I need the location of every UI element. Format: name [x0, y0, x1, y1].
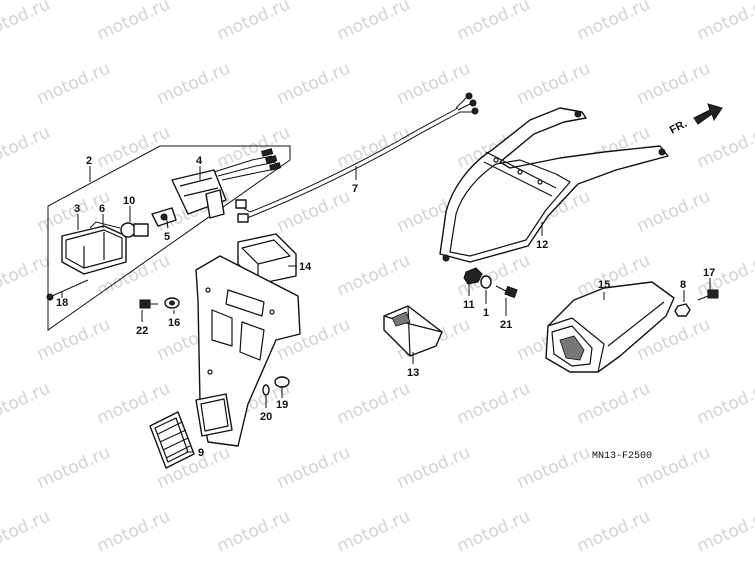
grab-rail [439, 107, 669, 263]
callout-8: 8 [680, 279, 686, 291]
watermark-text: motod.ru [394, 59, 473, 109]
washer-16 [164, 297, 180, 309]
callout-3: 3 [74, 203, 80, 215]
watermark-text: motod.ru [634, 59, 713, 109]
screw-long [46, 279, 89, 301]
watermark-text: motod.ru [334, 251, 413, 301]
watermark-text: motod.ru [0, 123, 53, 173]
watermark-text: motod.ru [454, 379, 533, 429]
watermark-text: motod.ru [334, 379, 413, 429]
watermark-text: motod.ru [394, 443, 473, 493]
watermark-text: motod.ru [694, 507, 755, 557]
callout-13: 13 [407, 367, 419, 379]
watermark-layer: motod.ru motod.ru motod.ru motod.ru motod.ru… [0, 0, 755, 557]
watermark-text: motod.ru [454, 0, 533, 45]
callout-2: 2 [86, 155, 92, 167]
watermark-text: motod.ru [34, 59, 113, 109]
watermark-text: motod.ru [514, 443, 593, 493]
watermark-text: motod.ru [574, 0, 653, 45]
callout-15: 15 [598, 279, 610, 291]
callout-12: 12 [536, 239, 548, 251]
callout-7: 7 [352, 183, 358, 195]
callout-6: 6 [99, 203, 105, 215]
watermark-text: motod.ru [274, 187, 353, 237]
watermark-text: motod.ru [634, 187, 713, 237]
watermark-text: motod.ru [0, 251, 53, 301]
callout-16: 16 [168, 317, 180, 329]
callout-11: 11 [463, 299, 475, 311]
tail-light [61, 221, 127, 275]
watermark-text: motod.ru [214, 123, 293, 173]
callout-21: 21 [500, 319, 512, 331]
watermark-text: motod.ru [694, 379, 755, 429]
nut-8 [674, 303, 691, 317]
callout-18: 18 [56, 297, 68, 309]
callout-1: 1 [483, 307, 489, 319]
callout-20: 20 [260, 411, 272, 423]
rear-cowl [545, 281, 675, 373]
license-light [237, 233, 297, 285]
assembly-bracket [47, 145, 291, 331]
watermark-text: motod.ru [0, 379, 53, 429]
diagram-code: MN13-F2500 [592, 451, 652, 462]
license-bracket [195, 255, 301, 447]
watermark-text: motod.ru [34, 315, 113, 365]
socket-holder [171, 148, 282, 219]
bulb [120, 222, 149, 238]
watermark-text: motod.ru [274, 443, 353, 493]
watermark-text: motod.ru [334, 0, 413, 45]
watermark-text: motod.ru [0, 507, 53, 557]
watermark-text: motod.ru [454, 507, 533, 557]
bolt-17 [697, 289, 719, 301]
callout-4: 4 [196, 155, 203, 167]
collar-1 [480, 275, 492, 289]
arrow-right-icon [693, 103, 723, 125]
callout-17: 17 [703, 267, 715, 279]
front-direction-indicator: FR. [668, 103, 723, 137]
callout-10: 10 [123, 195, 135, 207]
watermark-text: motod.ru [214, 507, 293, 557]
watermark-text: motod.ru [334, 123, 413, 173]
rubber-block [383, 305, 443, 357]
callout-5: 5 [164, 231, 170, 243]
direction-label: FR. [668, 118, 689, 137]
watermark-text: motod.ru [334, 507, 413, 557]
callout-9: 9 [198, 447, 204, 459]
callout-22: 22 [136, 325, 148, 337]
watermark-text: motod.ru [514, 59, 593, 109]
watermark-text: motod.ru [94, 123, 173, 173]
watermark-text: motod.ru [694, 123, 755, 173]
callout-19: 19 [276, 399, 288, 411]
bolt-22 [139, 299, 158, 309]
leader-lines [61, 166, 711, 453]
watermark-text: motod.ru [214, 0, 293, 45]
watermark-text: motod.ru [94, 0, 173, 45]
watermark-text: motod.ru [574, 507, 653, 557]
nut-11 [463, 267, 483, 285]
callouts: 2 3 6 10 4 5 7 18 14 22 16 19 20 9 12 11… [56, 155, 715, 459]
watermark-text: motod.ru [34, 443, 113, 493]
watermark-text: motod.ru [94, 507, 173, 557]
socket [151, 207, 177, 227]
washer-20 [262, 384, 270, 396]
watermark-text: motod.ru [154, 59, 233, 109]
bolt-19 [274, 376, 290, 394]
bolt-21 [495, 285, 518, 299]
wire-harness [235, 92, 479, 223]
watermark-text: motod.ru [0, 0, 53, 45]
callout-14: 14 [299, 261, 312, 273]
watermark-text: motod.ru [574, 379, 653, 429]
watermark-text: motod.ru [274, 59, 353, 109]
watermark-text: motod.ru [694, 0, 755, 45]
